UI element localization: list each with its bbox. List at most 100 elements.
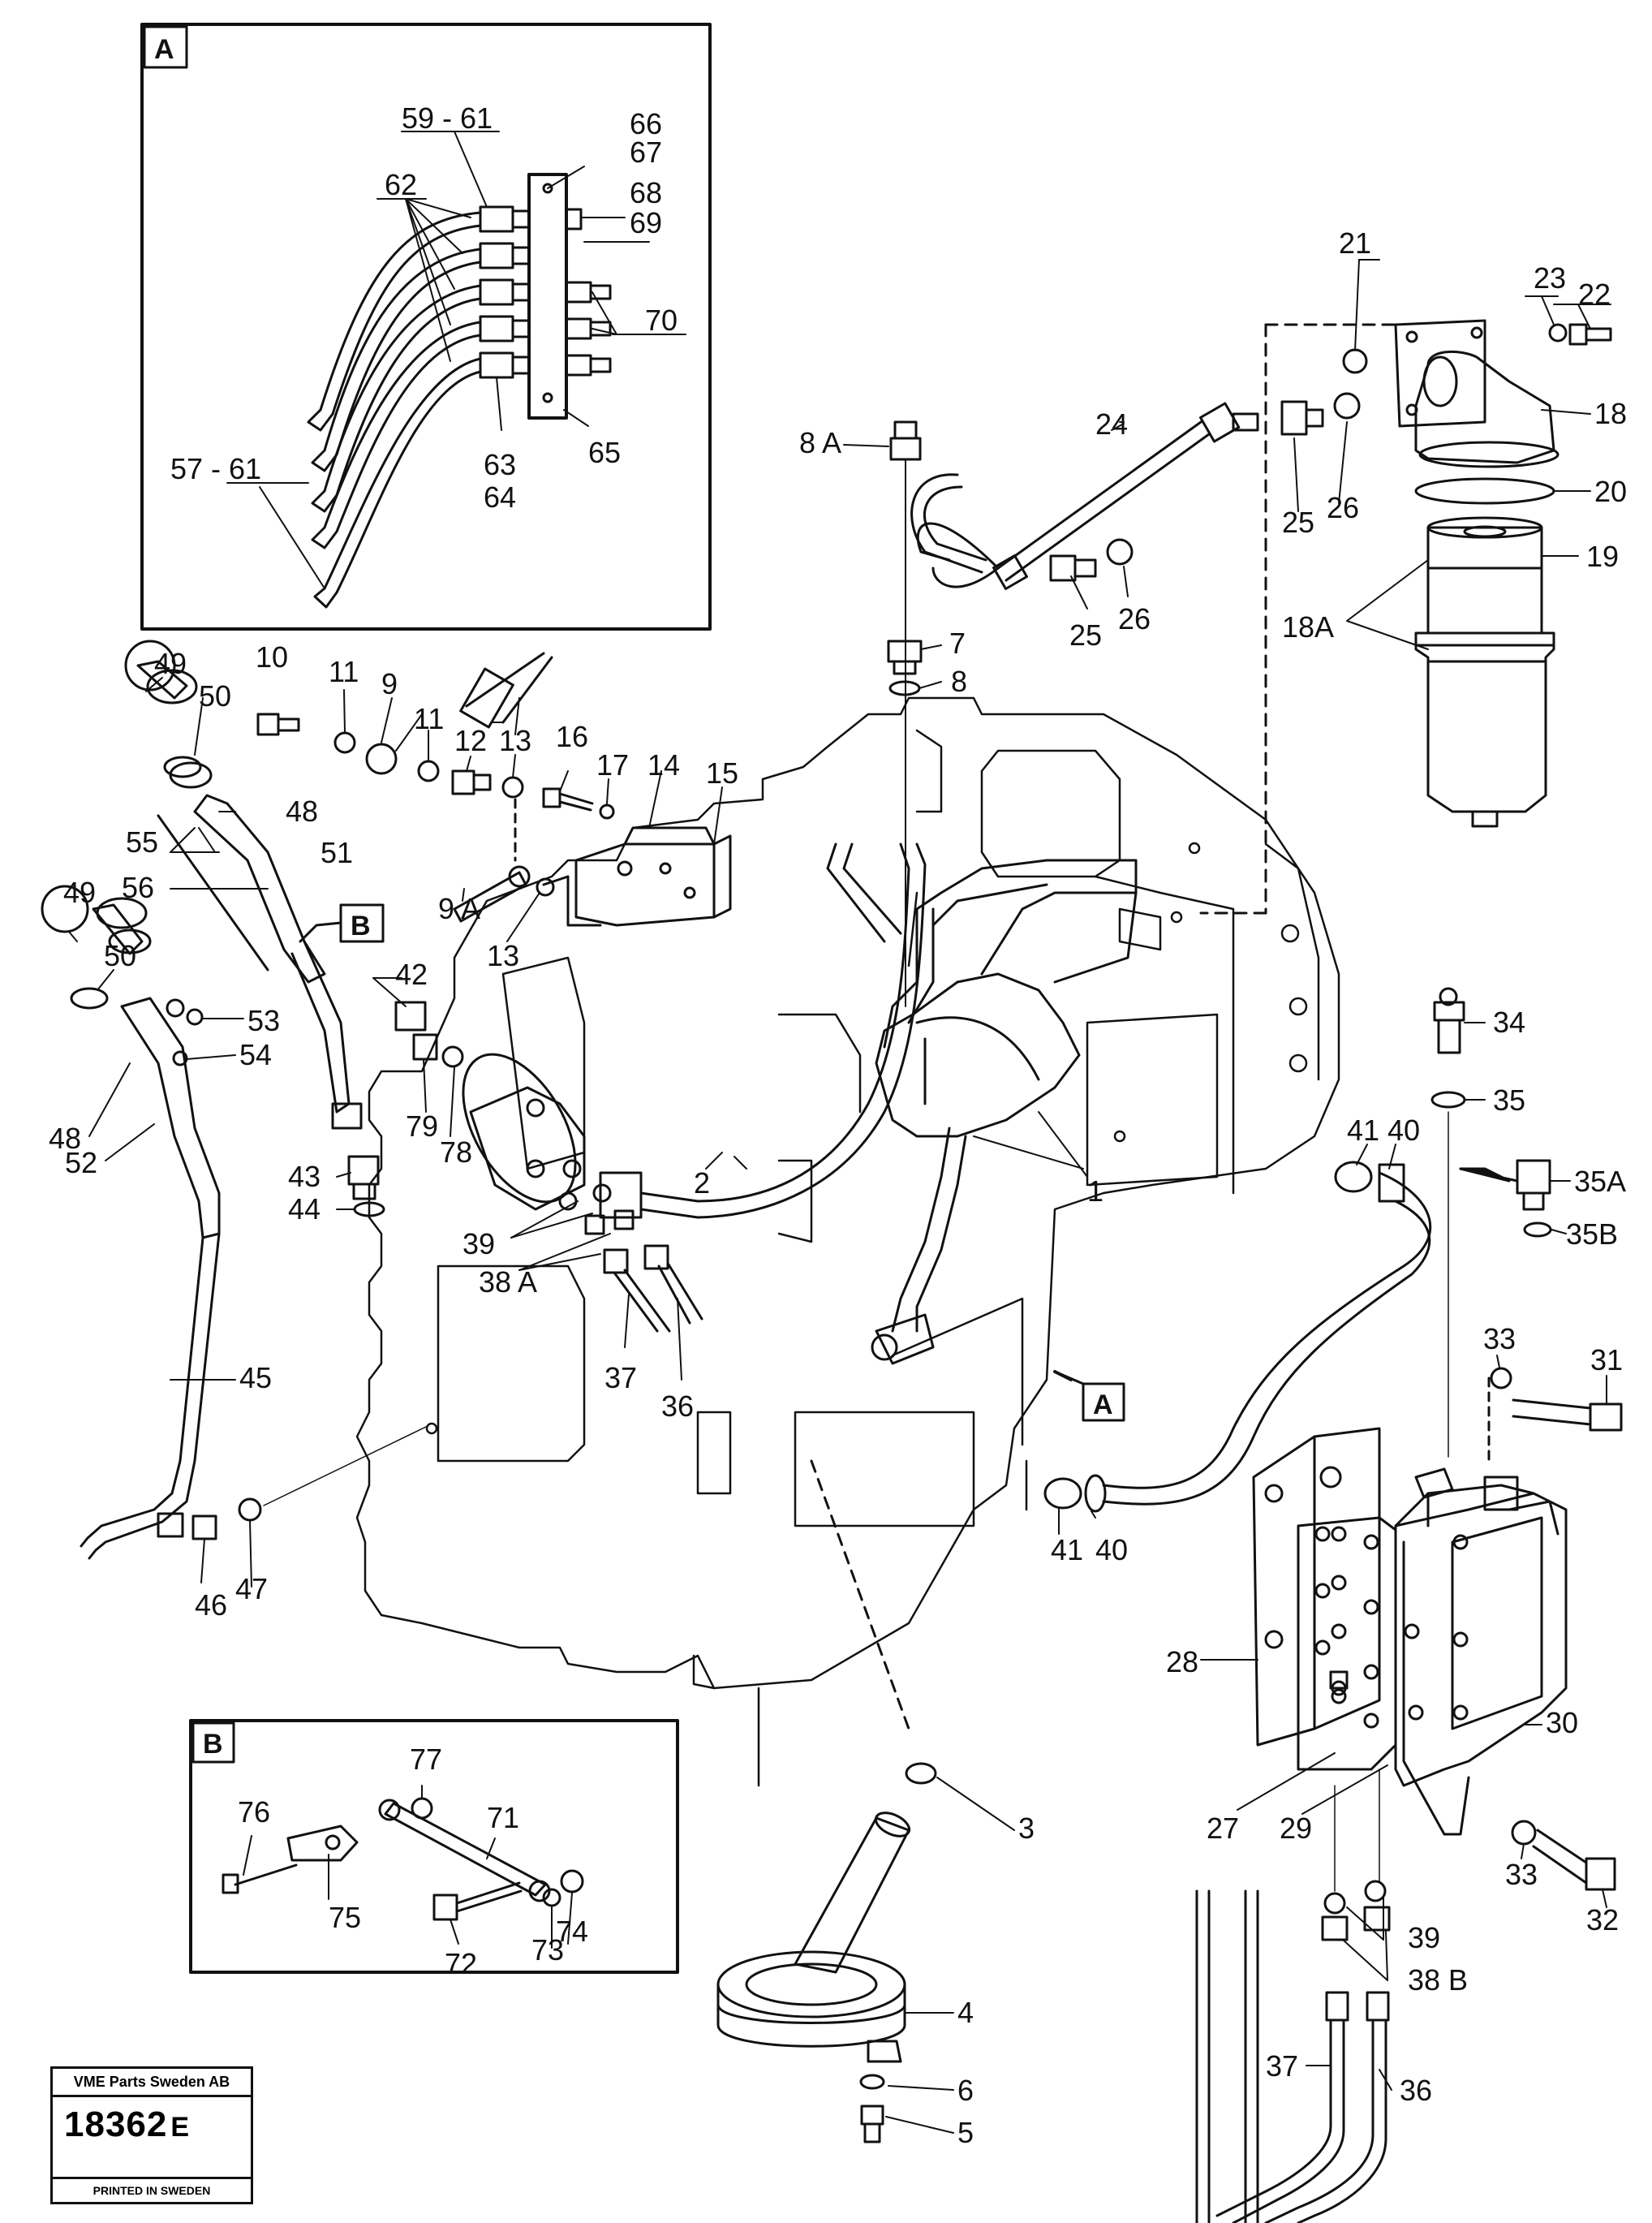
label-18: 18: [1594, 397, 1627, 430]
dipstick-48-lower: [80, 897, 221, 1560]
label-49-upper: 49: [154, 647, 187, 680]
label-43: 43: [288, 1160, 321, 1193]
washer-35b: [1523, 1221, 1552, 1238]
bolt-32: [1532, 1829, 1616, 1891]
valve-body-27-29: [1297, 1516, 1397, 1771]
nut-74: [560, 1869, 584, 1893]
washer-6: [859, 2074, 885, 2090]
clamp-41-lower: [1043, 1477, 1082, 1510]
bolt-53: [186, 1008, 204, 1026]
label-46: 46: [195, 1588, 227, 1622]
label-13a: 13: [499, 724, 531, 757]
label-54: 54: [239, 1038, 272, 1071]
label-74: 74: [556, 1915, 588, 1948]
label-56: 56: [122, 871, 154, 904]
label-12: 12: [454, 724, 487, 757]
label-27: 27: [1207, 1812, 1239, 1845]
label-9a: 9 A: [438, 892, 480, 925]
seal-50-upper: [163, 756, 202, 778]
label-55: 55: [126, 825, 158, 859]
label-49-lower: 49: [63, 876, 96, 909]
label-6: 6: [957, 2074, 974, 2107]
label-28: 28: [1166, 1645, 1198, 1678]
label-33-upper: 33: [1483, 1322, 1516, 1355]
bracket-28: [1252, 1427, 1381, 1747]
bolt-16: [542, 787, 594, 812]
label-71: 71: [487, 1801, 519, 1834]
label-22: 22: [1578, 278, 1611, 311]
label-11b: 11: [414, 702, 444, 735]
label-1: 1: [1087, 1174, 1103, 1208]
label-7: 7: [949, 627, 966, 660]
washer-77: [411, 1797, 433, 1820]
label-63: 63: [484, 448, 516, 481]
bolt-72: [432, 1881, 523, 1921]
leaders-inset-b: [243, 1785, 573, 1949]
filler-tube-4: [716, 1812, 911, 2063]
label-20: 20: [1594, 475, 1627, 508]
label-5: 5: [957, 2116, 974, 2149]
label-8a: 8 A: [799, 426, 841, 459]
washer-13b: [536, 877, 555, 897]
label-69: 69: [630, 206, 662, 239]
label-38a: 38 A: [479, 1265, 537, 1299]
washer-23: [1548, 323, 1568, 342]
control-valve-14: [542, 826, 732, 927]
filter-element-19: [1426, 516, 1543, 635]
label-41-upper: 41: [1347, 1114, 1379, 1147]
label-64: 64: [484, 480, 516, 514]
label-35b: 35B: [1566, 1217, 1618, 1251]
fittings-70: [565, 208, 612, 377]
seal-50-lower: [70, 987, 109, 1010]
label-15: 15: [706, 756, 738, 790]
label-35a: 35A: [1574, 1165, 1626, 1198]
label-31: 31: [1590, 1343, 1623, 1376]
label-13b: 13: [487, 939, 519, 972]
linkage-rod-71: [378, 1799, 551, 1902]
label-33-lower: 33: [1505, 1858, 1538, 1891]
label-18a: 18A: [1282, 610, 1334, 644]
label-75: 75: [329, 1901, 361, 1934]
inset-b: B 77 71 76 75 72: [189, 1719, 679, 1980]
ref-box-b: B: [299, 903, 385, 943]
washer-33-upper: [1490, 1367, 1512, 1389]
label-40-lower: 40: [1095, 1533, 1128, 1566]
cap-49-upper: [124, 640, 176, 691]
stamp-company: VME Parts Sweden AB: [53, 2069, 251, 2097]
washer-17: [599, 803, 615, 820]
label-4: 4: [957, 1996, 974, 2029]
clamp-41-upper: [1334, 1161, 1373, 1193]
fittings-59-61: [479, 205, 531, 379]
label-72: 72: [445, 1947, 477, 1980]
label-45: 45: [239, 1361, 272, 1394]
bolt-22: [1568, 323, 1612, 346]
label-10: 10: [256, 640, 288, 674]
part-labels: 8 A 7 8 24 21 23 22 18 20 19 18A 25 26 2…: [49, 226, 1627, 2149]
washer-26-upper: [1333, 392, 1361, 420]
tube-2: [599, 842, 927, 1219]
stamp-printed: PRINTED IN SWEDEN: [53, 2177, 251, 2202]
label-39-left: 39: [462, 1227, 495, 1260]
washer-47: [238, 1497, 262, 1522]
union-25-upper: [1280, 400, 1324, 436]
washer-11a: [333, 731, 356, 754]
ref-box-a: A: [1053, 1370, 1125, 1422]
fitting-79: [412, 1033, 438, 1061]
label-70: 70: [645, 304, 678, 337]
port-cover-78: [462, 1053, 586, 1211]
label-34: 34: [1493, 1006, 1525, 1039]
label-3: 3: [1018, 1812, 1035, 1845]
label-48-lower: 48: [49, 1122, 81, 1155]
washer-33-lower: [1511, 1820, 1537, 1846]
leader-lines: [68, 259, 1611, 2134]
label-36-left: 36: [661, 1389, 694, 1423]
inset-b-letter: B: [203, 1729, 223, 1760]
label-57-61: 57 - 61: [170, 452, 261, 485]
label-78: 78: [440, 1135, 472, 1169]
label-25-lower: 25: [1069, 618, 1102, 652]
stamp-suffix: E: [170, 2112, 191, 2143]
label-76: 76: [238, 1795, 270, 1829]
label-66: 66: [630, 107, 662, 140]
